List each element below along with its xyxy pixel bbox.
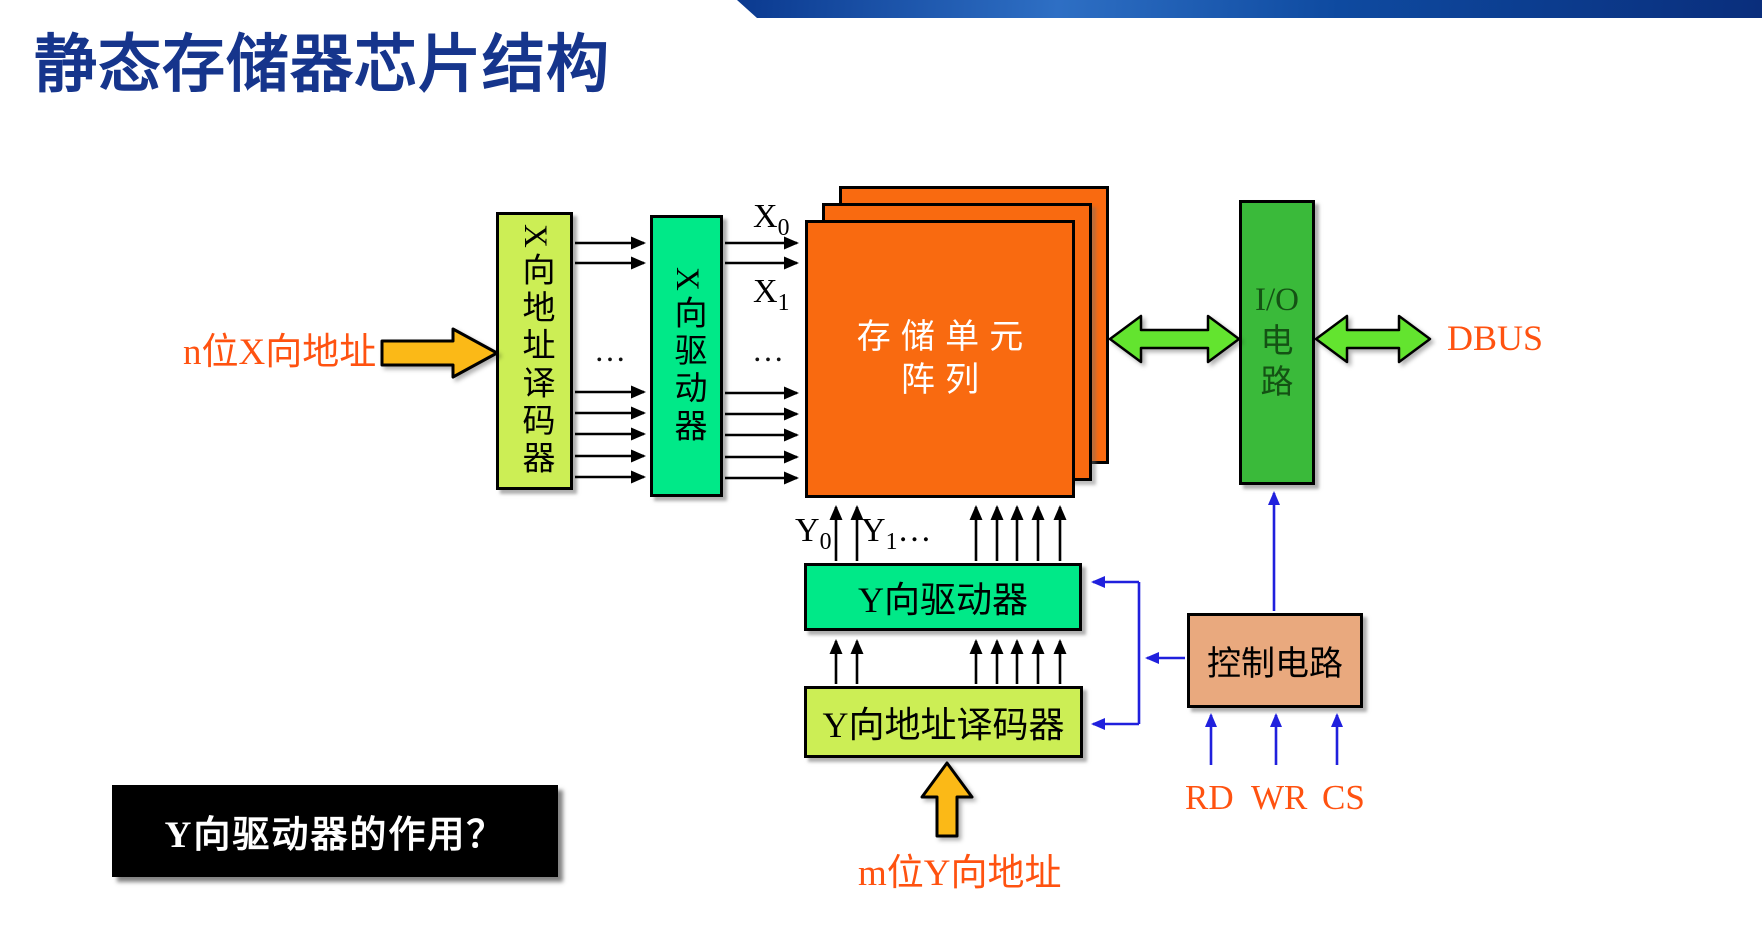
control-circuit-label: 控制电路 (1207, 646, 1343, 683)
n-bit-x-address-arrow (380, 327, 499, 379)
ellipsis-driver-array: … (752, 332, 786, 368)
control-circuit-box: 控制电路 (1187, 613, 1363, 708)
rd-label: RD (1185, 778, 1234, 817)
y-address-decoder-label: Y向地址译码器 (822, 705, 1065, 745)
col-line-y1-label: Y1… (861, 512, 932, 555)
slide-title: 静态存储器芯片结构 (34, 28, 610, 101)
y-driver-box: Y向驱动器 (804, 563, 1082, 631)
m-bit-y-address-label: m位Y向地址 (858, 853, 1062, 894)
dbus-label: DBUS (1447, 318, 1544, 358)
memory-array-label-line1: 存储单元 (856, 318, 1034, 356)
io-label-line3: 路 (1260, 365, 1294, 402)
top-banner-decoration (737, 0, 1762, 18)
n-bit-x-address-label: n位X向地址 (183, 332, 377, 373)
x-address-decoder-box: X向地址译码器 (496, 212, 573, 490)
memory-cell-array-box: 存储单元 阵列 (805, 220, 1075, 498)
y-driver-label: Y向驱动器 (858, 580, 1028, 620)
wr-label: WR (1251, 778, 1308, 817)
ellipsis-decoder-driver: … (594, 332, 628, 368)
question-text: Y向驱动器的作用？ (164, 815, 506, 856)
cs-label: CS (1322, 778, 1365, 817)
y-address-decoder-box: Y向地址译码器 (804, 686, 1083, 758)
m-bit-y-address-arrow (920, 761, 974, 838)
memory-array-label-line2: 阵列 (900, 362, 990, 399)
io-label-line2: 电 (1260, 323, 1294, 360)
y-decoder-to-driver-arrows (829, 639, 1067, 684)
array-io-double-arrow (1108, 314, 1241, 364)
x-driver-box: X向驱动器 (650, 215, 723, 497)
col-line-y0-label: Y0 (795, 512, 832, 555)
io-circuit-box: I/O 电 路 (1239, 200, 1315, 485)
question-box: Y向驱动器的作用？ (112, 785, 558, 877)
io-label-line1: I/O (1255, 282, 1299, 319)
row-line-x0-label: X0 (753, 198, 790, 241)
io-dbus-double-arrow (1314, 314, 1432, 364)
x-address-decoder-label: X向地址译码器 (517, 223, 553, 479)
row-line-x1-label: X1 (753, 273, 790, 316)
x-driver-label: X向驱动器 (669, 266, 705, 446)
